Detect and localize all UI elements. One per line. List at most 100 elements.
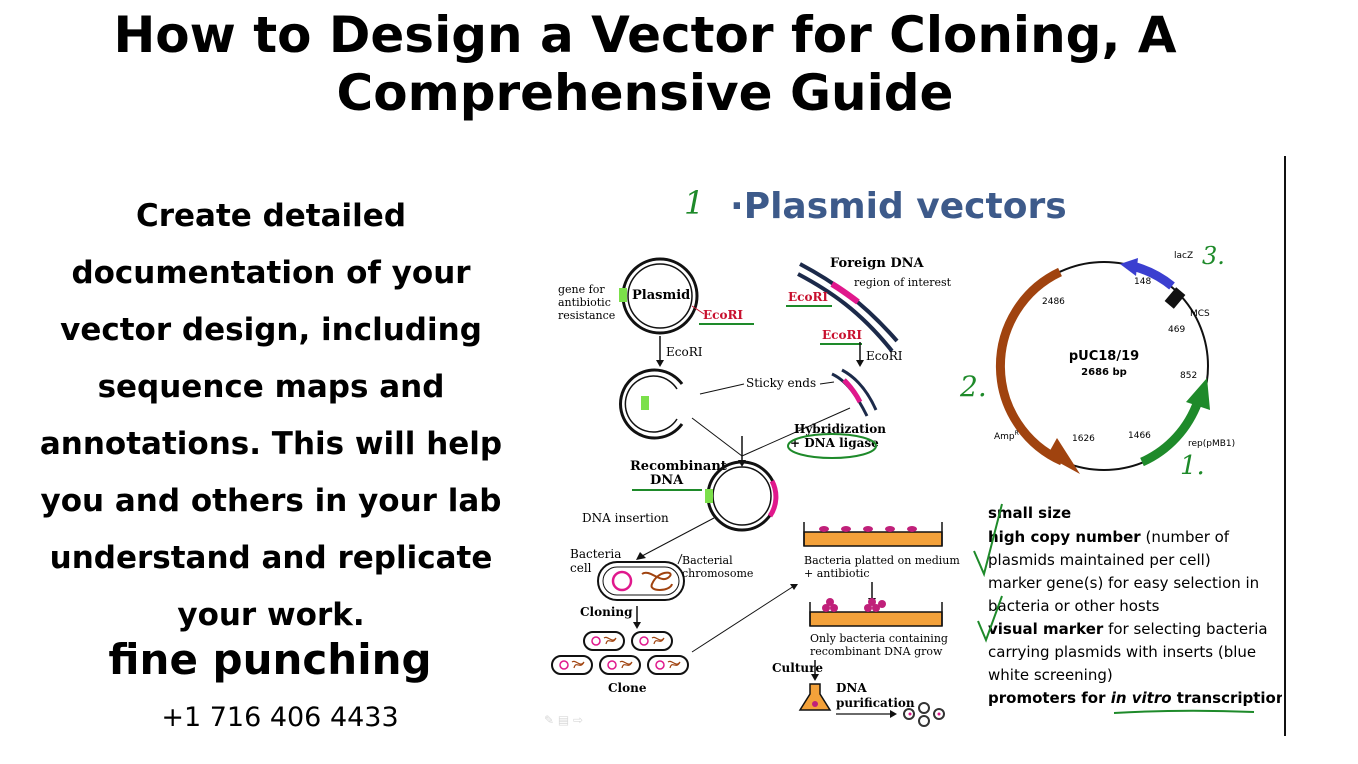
puc-name: pUC18/19 bbox=[1069, 349, 1139, 364]
feature-marker-gene: marker gene(s) for easy selection in bbox=[988, 574, 1259, 592]
amp-superscript: R bbox=[1015, 430, 1019, 437]
arrow-head bbox=[636, 552, 646, 560]
only-bacteria-label-2: recombinant DNA grow bbox=[810, 645, 943, 658]
features-list: small size high copy number (number of p… bbox=[988, 504, 1282, 707]
rep-arrow-head bbox=[1186, 378, 1210, 410]
ecori-on-plasmid: EcoRI bbox=[703, 308, 743, 322]
colony bbox=[885, 526, 895, 532]
description-line: Create detailed bbox=[135, 198, 407, 234]
cut-plasmid-inner bbox=[624, 375, 678, 433]
lacz-label: lacZ bbox=[1174, 251, 1193, 261]
bacteria-cell-outer bbox=[597, 561, 685, 601]
plasmid-insert-dot bbox=[908, 712, 912, 716]
plated-label-2: + antibiotic bbox=[804, 567, 870, 580]
feature-promoters: promoters for in vitro transcription bbox=[988, 689, 1282, 707]
dna-ligase-label: + DNA ligase bbox=[790, 436, 879, 450]
fragment-insert bbox=[842, 378, 863, 404]
recombinant-label-2: DNA bbox=[650, 473, 684, 488]
feature-small-size: small size bbox=[988, 504, 1071, 522]
bacterial-chromosome-label-2: chromosome bbox=[682, 567, 753, 580]
foreign-dna-label: Foreign DNA bbox=[830, 256, 924, 271]
clone-chromosome bbox=[619, 660, 633, 669]
position-1466: 1466 bbox=[1128, 431, 1151, 441]
colony bbox=[907, 526, 917, 532]
arrow-head bbox=[811, 674, 819, 681]
clone-cell bbox=[551, 655, 593, 675]
feature-visual-marker-detail-2: white screening) bbox=[988, 666, 1113, 684]
handwritten-3: 3. bbox=[1202, 242, 1225, 270]
plate-colonies bbox=[819, 526, 917, 532]
feature-visual-marker-bold: visual marker bbox=[988, 620, 1104, 638]
mcs-block bbox=[1164, 287, 1186, 309]
bacterial-chromosome bbox=[641, 571, 673, 591]
description-line: your work. bbox=[177, 597, 365, 633]
rep-origin-arc bbox=[1140, 399, 1203, 467]
recombinant-circle-outer bbox=[706, 460, 778, 532]
antibiotic-gene-mark bbox=[619, 288, 627, 302]
chromosome-pointer bbox=[677, 553, 683, 565]
purified-plasmid bbox=[918, 702, 930, 714]
lacz-arc bbox=[1134, 262, 1175, 290]
description: Create detailed documentation of your ve… bbox=[6, 188, 536, 644]
check-mark-icon bbox=[977, 595, 1003, 643]
arrow-head bbox=[890, 710, 897, 718]
clone-cell bbox=[599, 655, 641, 675]
arrow-head bbox=[790, 584, 798, 590]
description-line: you and others in your lab bbox=[40, 483, 502, 519]
dna-purification-label-2: purification bbox=[836, 696, 915, 710]
clone-label: Clone bbox=[608, 681, 647, 695]
check-mark-icon bbox=[973, 503, 1003, 578]
converge-left bbox=[691, 417, 743, 457]
bacteria-cell-label-1: Bacteria bbox=[570, 547, 621, 561]
culture-flask bbox=[798, 683, 832, 711]
arrow-head bbox=[656, 360, 664, 367]
plate-medium bbox=[803, 531, 943, 547]
feature-promoters-bold-2: transcription bbox=[1172, 689, 1282, 707]
clone-plasmid bbox=[591, 636, 601, 646]
selected-colonies bbox=[822, 598, 886, 612]
pen-icon: ✎ ▤ ⇨ bbox=[544, 713, 583, 727]
clone-plasmid bbox=[559, 660, 569, 670]
heading-dot: · bbox=[730, 186, 744, 227]
feature-visual-marker-rest: for selecting bacteria bbox=[1103, 620, 1267, 638]
culture-label: Culture bbox=[772, 661, 823, 675]
clone-plasmid bbox=[607, 660, 617, 670]
clone-chromosome bbox=[667, 660, 681, 669]
phone-number: +1 716 406 4433 bbox=[161, 702, 399, 733]
sticky-pointer-right bbox=[819, 381, 835, 385]
amp-arrow-head bbox=[1047, 438, 1080, 474]
colony bbox=[868, 598, 876, 606]
feature-marker-gene-detail: bacteria or other hosts bbox=[988, 597, 1160, 615]
cloning-label: Cloning bbox=[580, 605, 633, 619]
description-line: sequence maps and bbox=[97, 369, 445, 405]
plasmid-label: Plasmid bbox=[632, 288, 690, 303]
foreign-dna-strand-2 bbox=[797, 272, 894, 353]
colony bbox=[878, 600, 886, 608]
clone-chromosome bbox=[603, 636, 617, 645]
feature-promoters-italic: in vitro bbox=[1111, 689, 1172, 707]
colony bbox=[830, 604, 838, 612]
page-title-line-1: How to Design a Vector for Cloning, A bbox=[113, 6, 1177, 64]
arrow-head bbox=[856, 360, 864, 367]
amp-label: AmpR bbox=[994, 430, 1019, 442]
rep-label: rep(pMB1) bbox=[1188, 439, 1235, 449]
fragment-strand-1 bbox=[831, 372, 869, 417]
plated-label-1: Bacteria platted on medium bbox=[804, 554, 960, 567]
clone-chromosome bbox=[651, 636, 665, 645]
clone-cell bbox=[647, 655, 689, 675]
insert-region bbox=[830, 281, 860, 305]
figure-svg: 1 ·Plasmid vectors gene for antibiotic r… bbox=[544, 184, 1282, 727]
clone-chromosome bbox=[571, 660, 585, 669]
feature-copy-number-bold: high copy number bbox=[988, 528, 1141, 546]
clone-cell bbox=[631, 631, 673, 651]
feature-copy-number-rest: (number of bbox=[1141, 528, 1230, 546]
ecori-pointer bbox=[691, 305, 705, 315]
sticky-ends-label: Sticky ends bbox=[746, 376, 816, 390]
clone-plasmid bbox=[655, 660, 665, 670]
colony bbox=[864, 604, 872, 612]
hybridization-label: Hybridization bbox=[794, 422, 886, 436]
heading-text: Plasmid vectors bbox=[744, 186, 1067, 227]
recombinant-insert bbox=[767, 479, 779, 518]
clone-cells bbox=[551, 631, 689, 675]
recombinant-label-1: Recombinant bbox=[630, 459, 727, 474]
